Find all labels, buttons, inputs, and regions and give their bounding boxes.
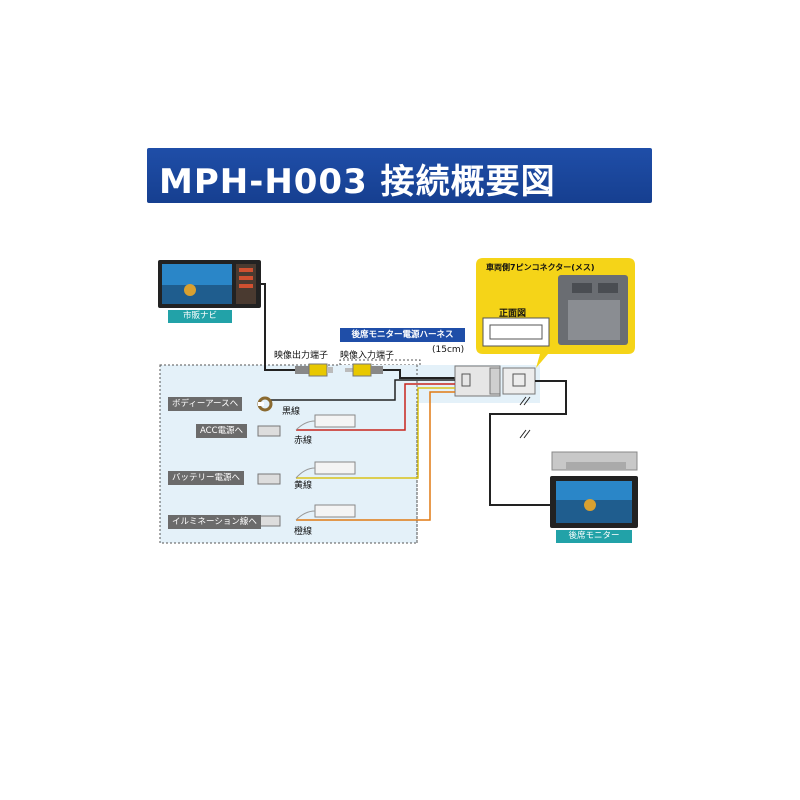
battery-terminals <box>257 461 356 485</box>
video-in-cable <box>383 369 455 379</box>
black-wire-label: 黒線 <box>282 407 301 417</box>
title-bar: MPH-H003 接続概要図 <box>147 148 652 203</box>
video-out-plug <box>295 363 333 377</box>
harness-label: 後席モニター電源ハーネス <box>351 330 454 340</box>
wire-yellow <box>296 387 455 479</box>
rear-monitor <box>550 451 638 528</box>
front-view-box <box>482 317 550 347</box>
navi-tag: 市販ナビ <box>168 310 232 323</box>
navi-video-cable <box>258 283 295 371</box>
monitor-cable <box>489 380 567 506</box>
rear-monitor-label: 後席モニター <box>568 531 620 541</box>
navi-label: 市販ナビ <box>182 311 217 321</box>
vehicle-connector <box>502 367 536 395</box>
connector-photo <box>558 275 628 345</box>
illumination-label: イルミネーション線へ <box>168 515 261 529</box>
video-in-label: 映像入力端子 <box>340 351 395 361</box>
earth-terminal <box>257 396 273 412</box>
battery-label: バッテリー電源へ <box>168 471 245 485</box>
cable-break-mark-2 <box>519 429 531 439</box>
body-earth-label: ボディーアースへ <box>168 397 243 411</box>
rear-monitor-tag: 後席モニター <box>556 530 632 543</box>
video-out-label: 映像出力端子 <box>274 351 329 361</box>
acc-label: ACC電源へ <box>196 424 248 438</box>
yellow-wire-label: 黄線 <box>294 481 313 491</box>
illumination-terminals <box>257 504 356 527</box>
wire-orange <box>296 391 455 521</box>
wire-red <box>296 383 455 431</box>
navi-unit <box>158 260 261 308</box>
acc-terminals <box>257 414 356 437</box>
front-view-label: 正面図 <box>499 309 527 319</box>
front-view-pins <box>489 324 543 340</box>
diagram-title: MPH-H003 接続概要図 <box>159 162 556 202</box>
connector-title: 車両側7ピンコネクター(メス) <box>486 263 595 272</box>
red-wire-label: 赤線 <box>294 436 313 446</box>
harness-connector <box>454 365 501 397</box>
wire-black <box>270 379 455 401</box>
cable-break-mark <box>519 396 531 406</box>
harness-panel-outline <box>160 359 421 543</box>
harness-length: (15cm) <box>432 345 465 355</box>
video-in-plug <box>345 363 383 377</box>
orange-wire-label: 橙線 <box>294 527 313 537</box>
harness-tag: 後席モニター電源ハーネス <box>340 328 465 342</box>
